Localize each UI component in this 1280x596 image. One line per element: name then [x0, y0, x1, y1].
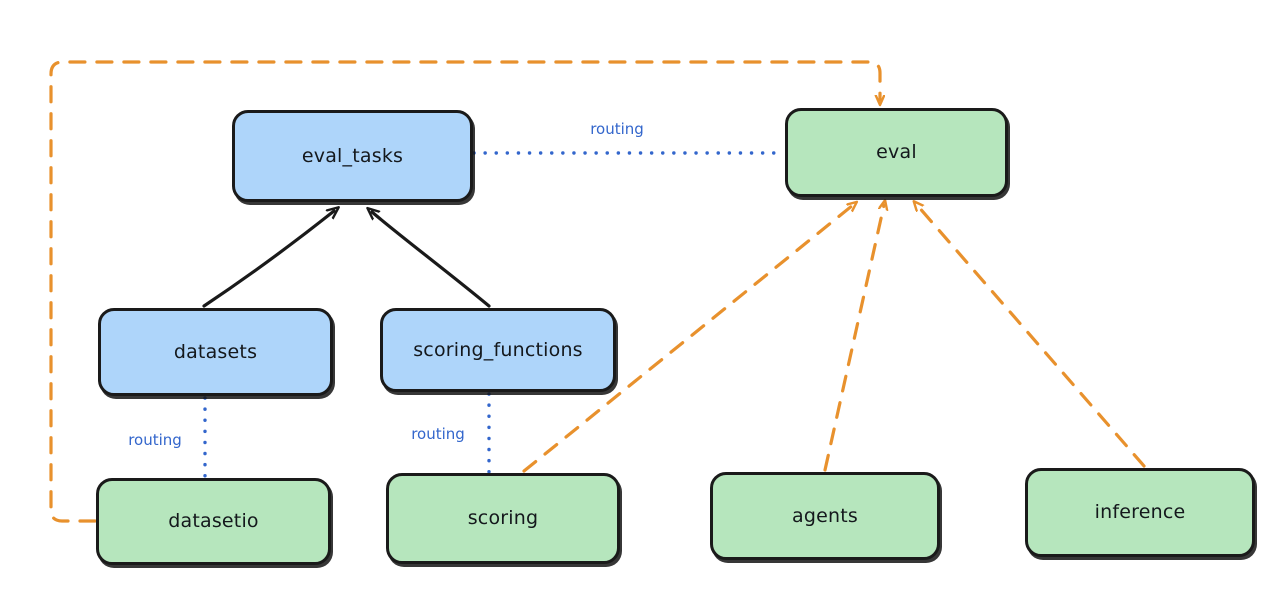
node-inference[interactable]: inference — [1025, 468, 1255, 557]
node-agents[interactable]: agents — [710, 472, 940, 560]
node-scoring[interactable]: scoring — [386, 473, 620, 564]
node-label-eval-tasks: eval_tasks — [301, 144, 404, 167]
node-eval[interactable]: eval — [785, 108, 1008, 197]
node-label-inference: inference — [1094, 501, 1186, 523]
node-eval-tasks[interactable]: eval_tasks — [232, 110, 473, 202]
node-label-datasets: datasets — [173, 340, 258, 363]
node-label-scoring-functions: scoring_functions — [413, 338, 583, 361]
edge-datasets-to-eval_tasks — [202, 211, 334, 308]
edge-label-routing-eval: routing — [590, 120, 644, 138]
node-scoring-functions[interactable]: scoring_functions — [380, 308, 616, 392]
edge-scoring_functions-to-eval_tasks — [372, 212, 491, 308]
edge-label-routing-datasetio: routing — [128, 431, 182, 449]
edge-inference-to-eval — [917, 205, 1146, 468]
node-label-scoring: scoring — [467, 507, 539, 529]
node-label-eval: eval — [876, 141, 917, 163]
node-label-datasetio: datasetio — [168, 510, 259, 532]
node-datasetio[interactable]: datasetio — [96, 478, 331, 565]
node-datasets[interactable]: datasets — [98, 308, 333, 396]
edge-agents-to-eval — [823, 205, 884, 472]
edge-scoring-to-eval — [522, 205, 853, 473]
edge-label-routing-scoring: routing — [411, 425, 465, 443]
node-label-agents: agents — [792, 504, 858, 527]
edge-datasetio-to-eval — [49, 60, 880, 523]
